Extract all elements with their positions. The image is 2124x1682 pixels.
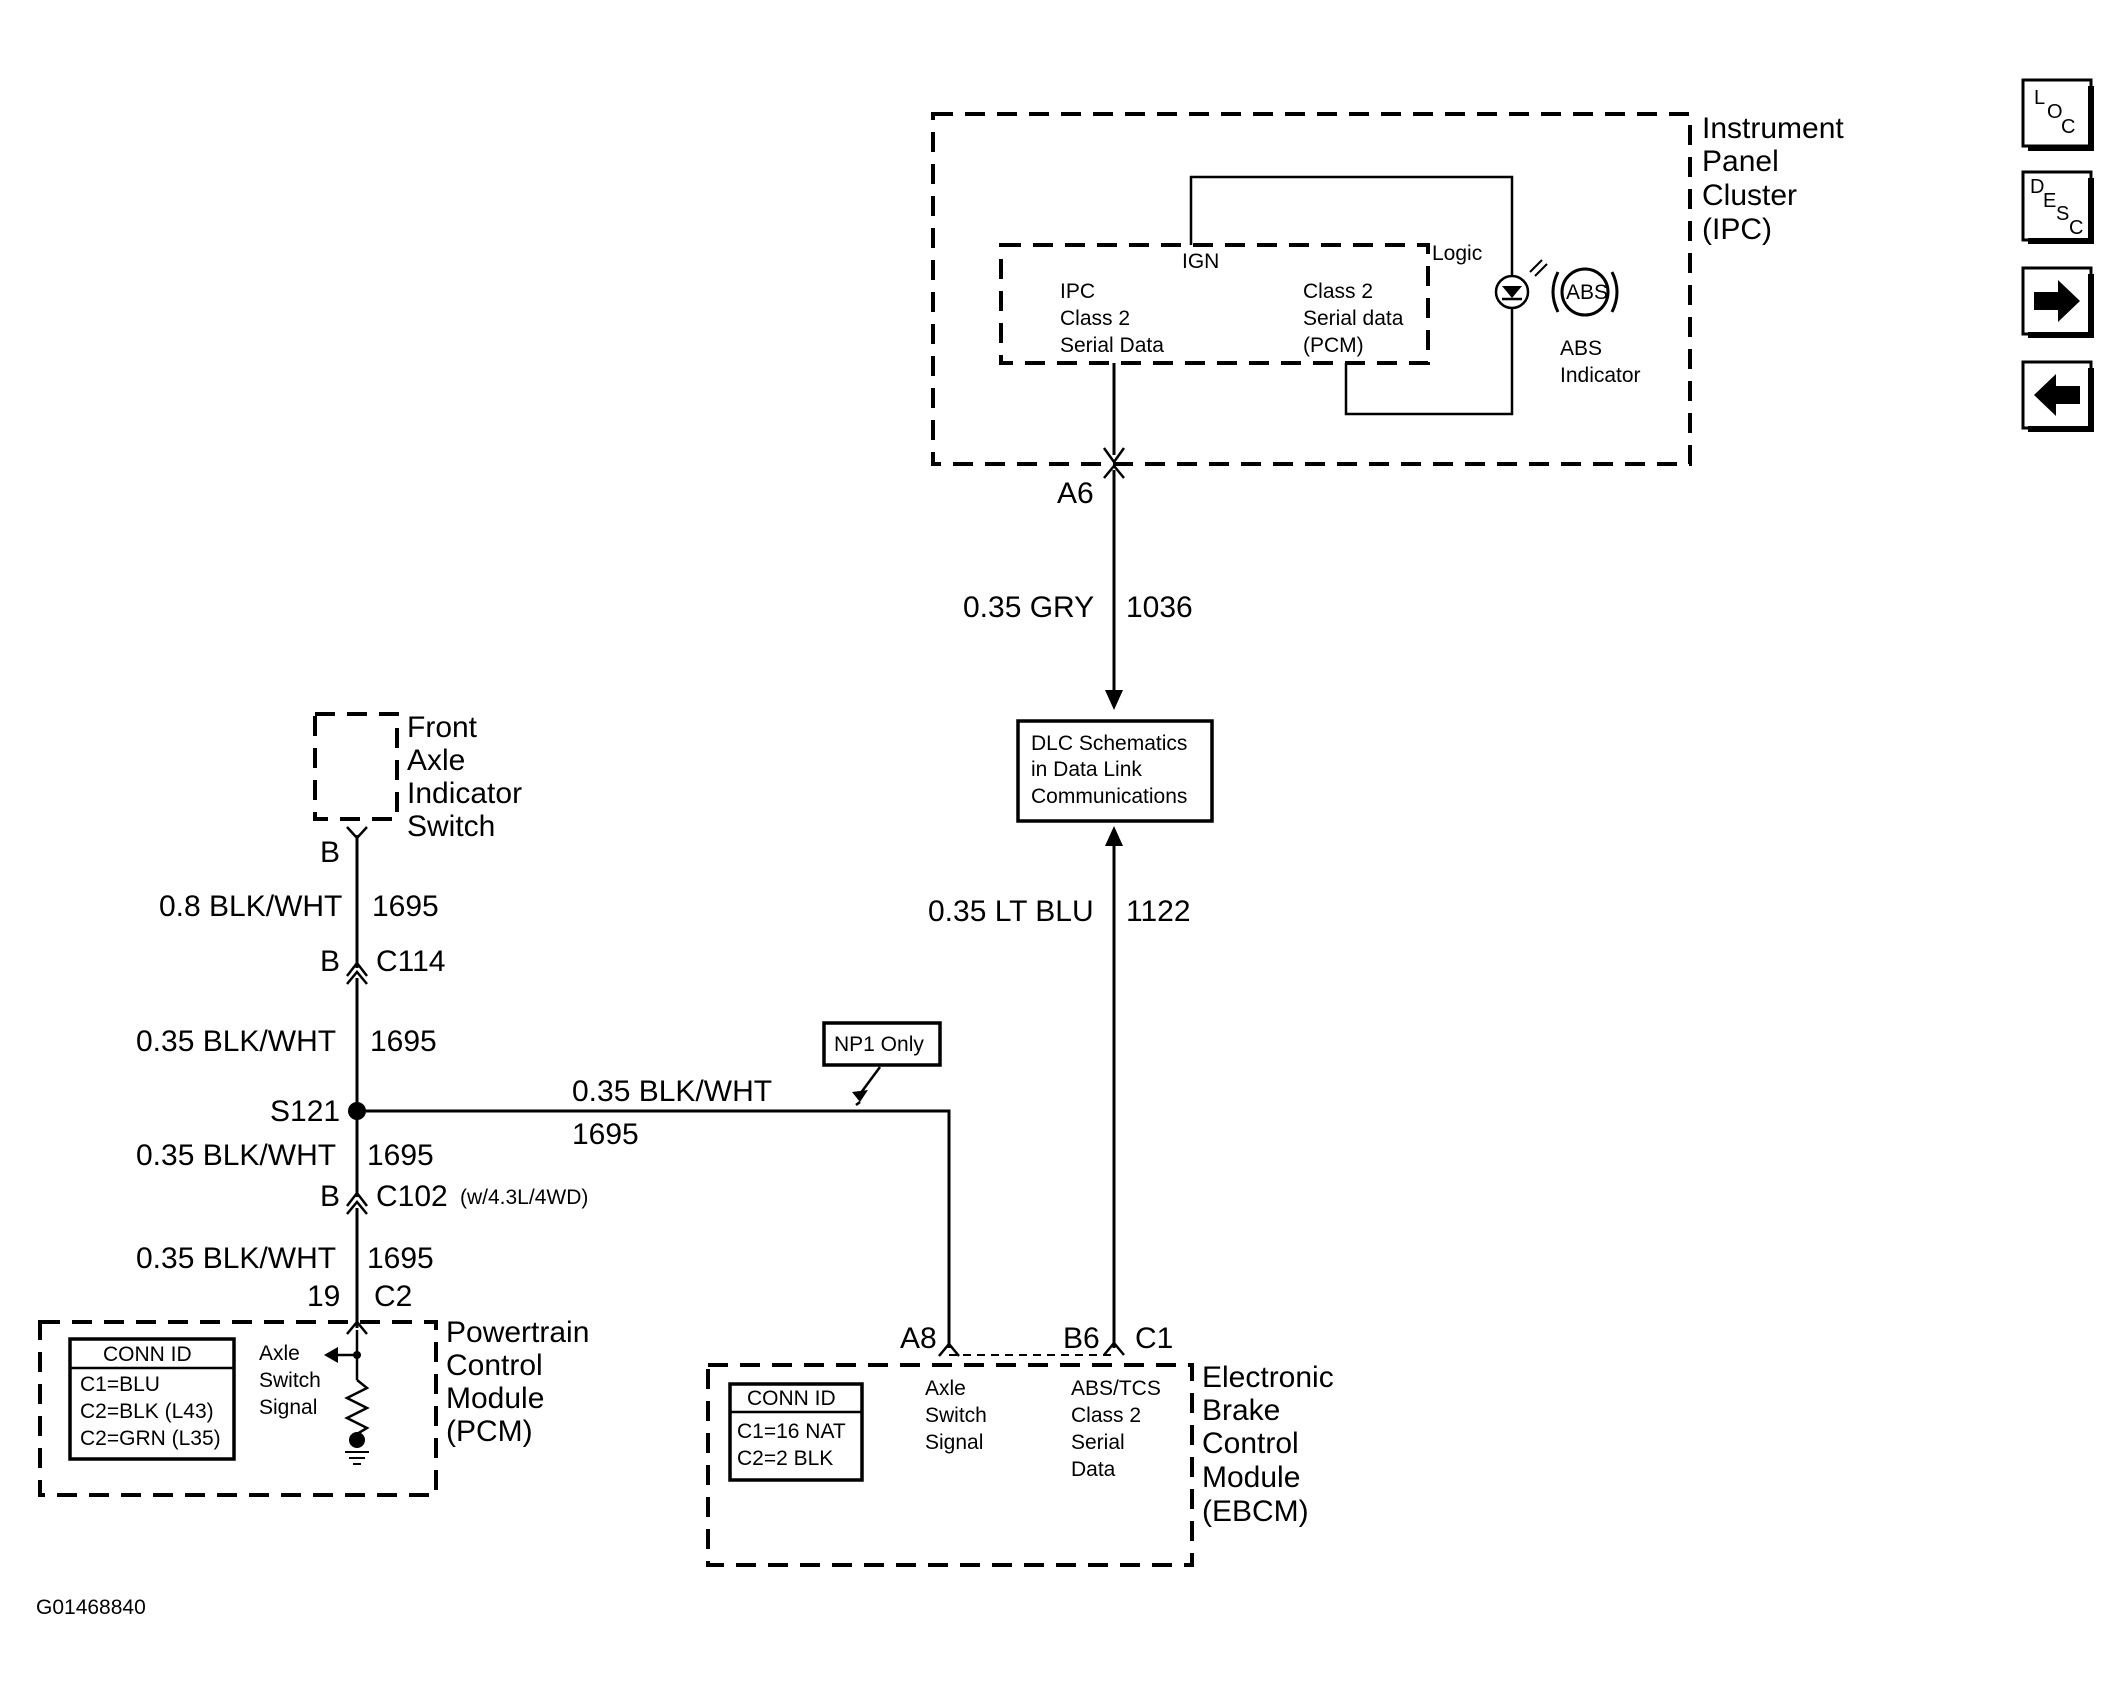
next-page-button[interactable] [2021,266,2094,338]
gry-wire-circuit-label: 1036 [1126,591,1193,624]
a8-pin-label: A8 [900,1322,937,1355]
left-circuit-1695: 0.8 BLK/WHT 1695 B C114 0.35 BLK/WHT 169… [136,826,588,1335]
ebcm-name: Electronic Brake Control Module (EBCM) [1202,1361,1342,1528]
ebcm-abs-tcs-label: ABS/TCS Class 2 Serial Data [1071,1377,1167,1481]
pcm-conn-id-rows: C1=BLU C2=BLK (L43) C2=GRN (L35) [80,1373,221,1450]
switch-pin-label: B [320,836,340,869]
ebcm-conn-id-title: CONN ID [747,1387,836,1410]
signal-arrow-icon [324,1347,338,1363]
w2-color-label: 0.35 BLK/WHT [136,1025,336,1058]
pcm-signal-label: Axle Switch Signal [259,1342,327,1419]
dlc-schematics-box: DLC Schematics in Data Link Communicatio… [1016,719,1214,823]
c102-pin-label: B [320,1180,340,1213]
ltblu-wire-color-label: 0.35 LT BLU [928,895,1094,928]
pcm-conn-id-table [68,1337,236,1461]
front-axle-switch: Front Axle Indicator Switch B [313,711,530,869]
ipc-outline [931,112,1692,466]
loc-letter-2: O [2047,101,2063,123]
ign-label: IGN [1182,250,1219,273]
ipc-inner-outline [999,243,1430,365]
figure-id: G01468840 [36,1596,146,1619]
loc-button[interactable]: L O C [2021,78,2094,151]
switch-outline [313,712,399,821]
ebcm-conn-id-rows: C1=16 NAT C2=2 BLK [737,1420,851,1470]
ground-icon [345,1451,369,1465]
ebcm-conn-id-table [728,1382,864,1482]
np1-only-label: NP1 Only [834,1033,924,1056]
ipc-serial-data-label: IPC Class 2 Serial Data [1060,280,1164,357]
ltblu-wire-1122: 0.35 LT BLU 1122 [928,826,1191,1356]
pcm-pin-label: 19 [307,1280,340,1313]
c114-connector-label: C114 [376,945,446,978]
abs-indicator-label: ABS Indicator [1560,337,1641,387]
branch-wire-np1: 0.35 BLK/WHT 1695 NP1 Only [357,1021,960,1357]
ign-feed-wire [1189,175,1514,276]
desc-letter-4: C [2069,217,2083,239]
prev-page-button[interactable] [2021,360,2094,432]
right-arrow-icon [2034,280,2080,322]
ebcm-outline [706,1363,1194,1567]
a6-pin-label: A6 [1057,477,1094,510]
desc-letter-1: D [2030,176,2044,198]
pcm-name: Powertrain Control Module (PCM) [446,1316,598,1448]
desc-letter-3: S [2056,203,2069,225]
branch-circuit-label: 1695 [572,1118,639,1151]
gry-wire-1036: A6 0.35 GRY 1036 [963,363,1193,710]
w3-circuit-label: 1695 [367,1139,434,1172]
switch-name: Front Axle Indicator Switch [407,711,530,843]
w3-color-label: 0.35 BLK/WHT [136,1139,336,1172]
c102-note: (w/4.3L/4WD) [460,1186,588,1209]
w4-color-label: 0.35 BLK/WHT [136,1242,336,1275]
branch-color-label: 0.35 BLK/WHT [572,1075,772,1108]
w1-color-label: 0.8 BLK/WHT [159,890,342,923]
ebcm-module: Electronic Brake Control Module (EBCM) A… [706,1322,1342,1567]
splice-s121-label: S121 [270,1095,340,1128]
abs-indicator-icon: ABS [1551,267,1619,317]
gry-wire-color-label: 0.35 GRY [963,591,1094,624]
pcm-outline [38,1320,438,1497]
np1-only-box [822,1021,942,1067]
b6-pin-label: B6 [1063,1322,1100,1355]
ipc-name: Instrument Panel Cluster (IPC) [1702,112,1852,246]
w4-circuit-label: 1695 [367,1242,434,1275]
w2-circuit-label: 1695 [370,1025,437,1058]
ltblu-wire-circuit-label: 1122 [1126,895,1191,928]
desc-button[interactable]: D E S C [2021,170,2094,244]
loc-letter-1: L [2034,87,2045,109]
ipc-module: Instrument Panel Cluster (IPC) IGN Logic… [931,112,1852,466]
ipc-pcm-serial-label: Class 2 Serial data (PCM) [1303,280,1409,357]
pcm-module: Powertrain Control Module (PCM) CONN ID … [38,1316,598,1497]
loc-letter-3: C [2061,116,2075,138]
resistor-icon [344,1379,370,1436]
ebcm-axle-signal-label: Axle Switch Signal [925,1377,993,1454]
abs-badge-text: ABS [1566,281,1608,304]
c1-connector-label: C1 [1135,1322,1173,1355]
left-arrow-icon [2034,374,2080,416]
led-return-wire [1344,308,1514,416]
dlc-label: DLC Schematics in Data Link Communicatio… [1031,732,1193,808]
desc-letter-2: E [2043,190,2056,212]
logic-label: Logic [1432,242,1482,265]
pcm-connector-label: C2 [374,1280,412,1313]
c114-pin-label: B [320,945,340,978]
w1-circuit-label: 1695 [372,890,439,923]
pcm-conn-id-title: CONN ID [103,1343,192,1366]
c102-connector-label: C102 [376,1180,448,1213]
